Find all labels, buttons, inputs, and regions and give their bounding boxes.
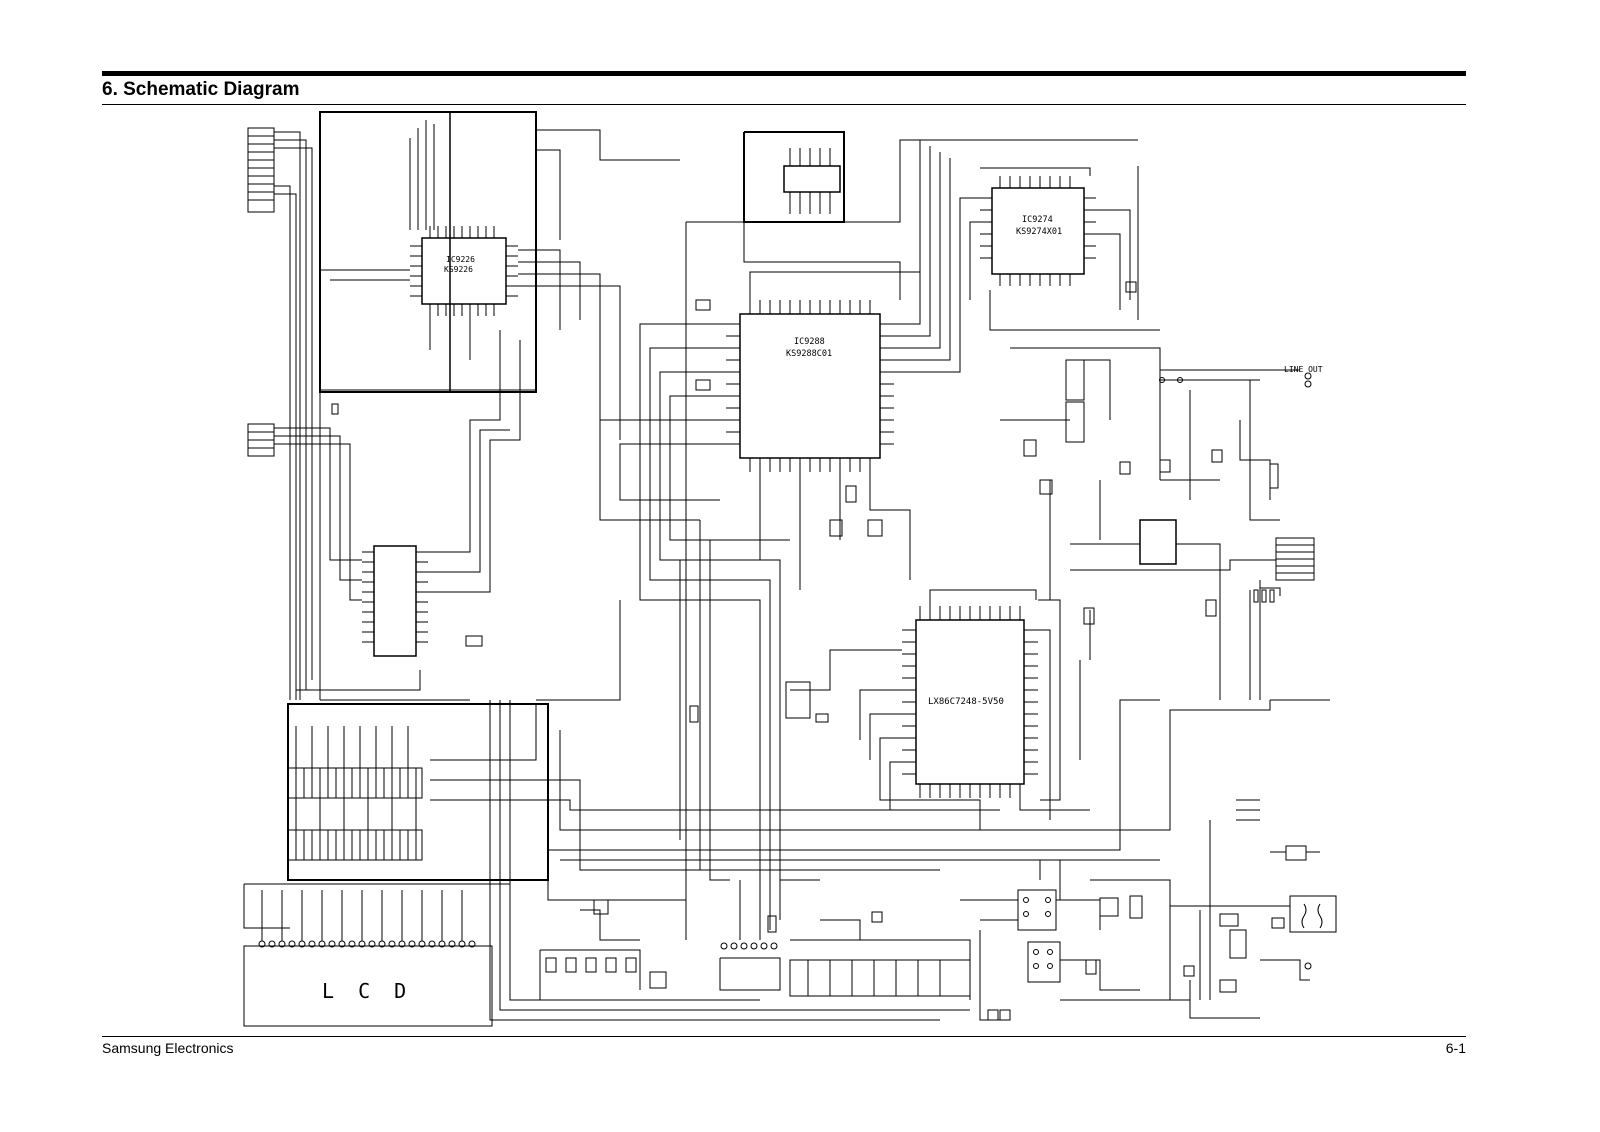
audio-output-section [1000,347,1315,700]
power-section [960,820,1337,1021]
main-bus-wiring [243,520,1271,1021]
connector-bank-lower [287,798,423,861]
footer-page-number: 6-1 [1445,1040,1466,1056]
ic-audio-left [274,330,521,700]
ic9226-ref: IC9226 [446,255,475,264]
ic9288-part: KS9288C01 [786,349,832,359]
title-rule [102,104,1466,105]
mcu-part: LX86C7248-5V50 [928,697,1004,707]
crystal-left [465,635,483,647]
ic-relay-top [783,148,841,214]
ic9288-chip [739,313,881,459]
ic9274-chip [991,187,1085,275]
mcu-block [785,589,1091,830]
lcd-block [243,890,493,1027]
ic9226-block [274,111,680,700]
ic9274-part: KS9274X01 [1016,227,1062,237]
ic9226-chip [421,237,507,305]
ic9274-ref: IC9274 [1022,215,1053,225]
lcd-label: L C D [322,979,412,1003]
ic9274-block [920,139,1160,331]
ic9288-ref: IC9288 [794,337,825,347]
connector-bank-upper [287,726,423,799]
footer-company: Samsung Electronics [102,1040,234,1056]
bottom-rule [102,1036,1466,1037]
top-rule [102,71,1466,76]
connector-cn-mid-left [247,423,275,457]
line-out-label: LINE OUT [1284,365,1323,374]
page-title: 6. Schematic Diagram [102,79,300,100]
misc-components [331,299,1330,821]
connector-cn-top-left [247,127,275,213]
ic9226-part: KS9226 [444,265,473,274]
key-matrix [539,899,971,1001]
